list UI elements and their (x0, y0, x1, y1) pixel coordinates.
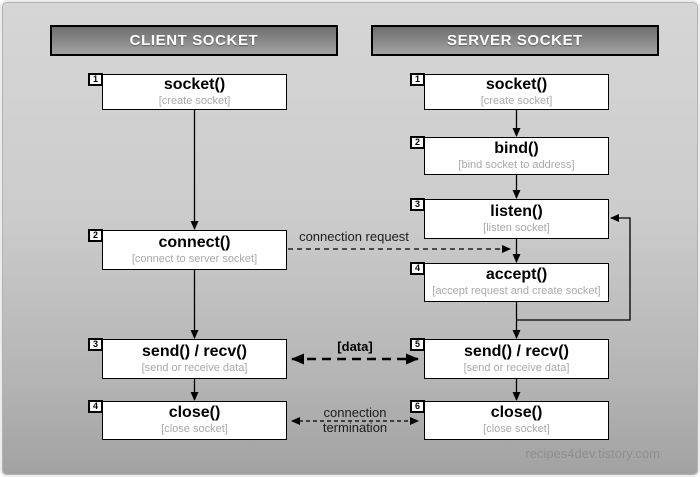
step-title: socket() (163, 75, 226, 93)
step-title: close() (490, 404, 543, 422)
client-step-connect: 2 connect() [connect to server socket] (88, 229, 287, 270)
step-subtitle: [send or receive data] (141, 361, 248, 374)
step-title: send() / recv() (464, 342, 569, 360)
step-subtitle: [close socket] (161, 423, 228, 436)
server-step-listen: 3 listen() [listen socket] (410, 198, 609, 239)
connection-termination-label: connection termination (305, 405, 405, 435)
client-step-send-recv: 3 send() / recv() [send or receive data] (88, 338, 287, 379)
client-step-close: 4 close() [close socket] (88, 400, 287, 440)
client-socket-header: CLIENT SOCKET (50, 25, 338, 56)
step-number-badge: 3 (410, 198, 425, 211)
server-step-accept: 4 accept() [accept request and create so… (410, 262, 609, 302)
server-socket-header: SERVER SOCKET (371, 25, 659, 56)
step-subtitle: [create socket] (480, 94, 553, 107)
server-step-bind: 2 bind() [bind socket to address] (410, 136, 609, 175)
data-label: [data] (337, 339, 373, 354)
client-step-socket: 1 socket() [create socket] (88, 73, 287, 110)
step-number-badge: 1 (410, 73, 425, 86)
watermark: recipes4dev.tistory.com (525, 446, 660, 461)
step-number-badge: 2 (88, 229, 103, 242)
step-number-badge: 3 (88, 338, 103, 351)
step-number-badge: 6 (410, 400, 425, 413)
step-title: bind() (494, 139, 539, 157)
step-subtitle: [connect to server socket] (131, 252, 258, 265)
client-header-label: CLIENT SOCKET (129, 32, 259, 49)
step-number-badge: 4 (410, 262, 425, 275)
step-subtitle: [close socket] (483, 423, 550, 436)
step-subtitle: [accept request and create socket] (432, 285, 601, 298)
connection-termination-line1: connection (323, 405, 387, 420)
server-header-label: SERVER SOCKET (447, 32, 583, 49)
step-title: listen() (490, 202, 543, 220)
step-subtitle: [create socket] (158, 94, 231, 107)
step-number-badge: 2 (410, 136, 425, 149)
connection-request-label: connection request (299, 229, 409, 244)
step-title: socket() (485, 75, 548, 93)
step-title: close() (168, 404, 221, 422)
server-step-send-recv: 5 send() / recv() [send or receive data] (410, 338, 609, 379)
step-number-badge: 1 (88, 73, 103, 86)
step-title: connect() (158, 233, 231, 251)
step-subtitle: [bind socket to address] (458, 158, 575, 171)
step-number-badge: 5 (410, 338, 425, 351)
step-subtitle: [listen socket] (483, 221, 550, 234)
step-subtitle: [send or receive data] (463, 361, 570, 374)
connection-termination-line2: termination (322, 420, 388, 435)
step-number-badge: 4 (88, 400, 103, 413)
step-title: accept() (485, 266, 548, 284)
step-title: send() / recv() (142, 342, 247, 360)
server-step-socket: 1 socket() [create socket] (410, 73, 609, 110)
server-step-close: 6 close() [close socket] (410, 400, 609, 440)
